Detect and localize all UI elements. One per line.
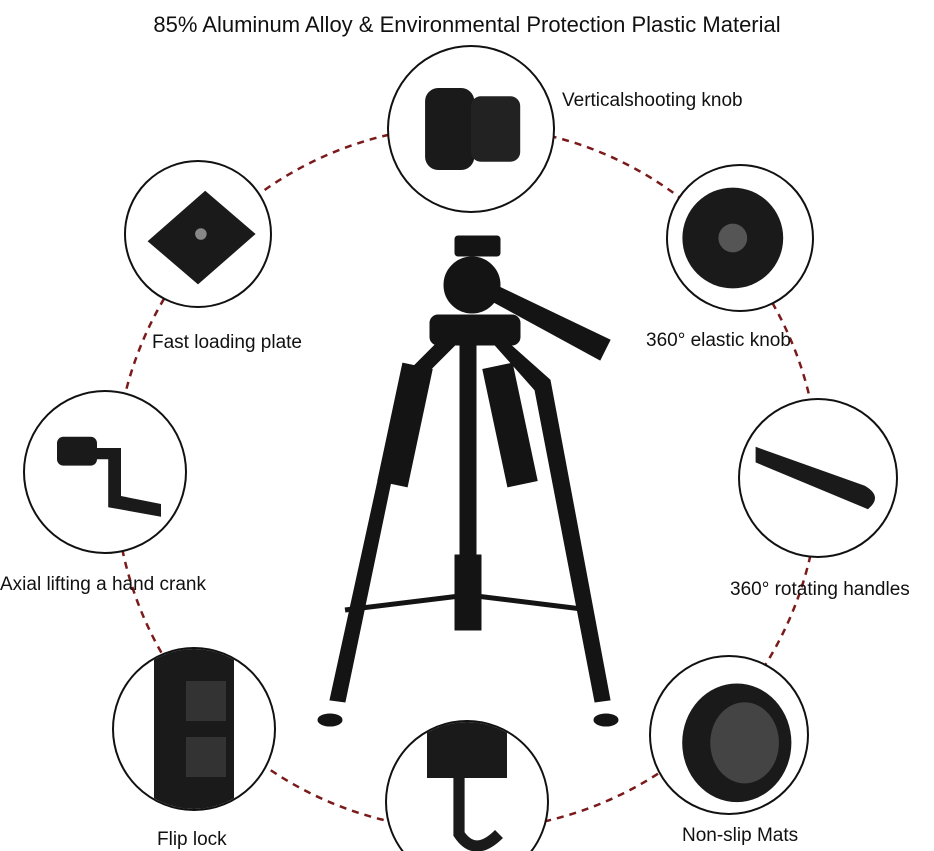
feature-label-hand-crank: Axial lifting a hand crank xyxy=(0,574,206,595)
feature-label-elastic-knob: 360° elastic knob xyxy=(646,330,791,351)
rubber-foot-icon xyxy=(649,655,809,815)
feature-label-flip-lock: Flip lock xyxy=(157,829,227,850)
elastic-knob-icon xyxy=(666,164,814,312)
feature-label-vertical-knob: Verticalshooting knob xyxy=(562,90,743,111)
rotating-handle-icon xyxy=(738,398,898,558)
page-title: 85% Aluminum Alloy & Environmental Prote… xyxy=(153,12,781,37)
tripod-illustration xyxy=(317,235,619,727)
vertical-shooting-knob-icon xyxy=(387,45,555,213)
hand-crank-icon xyxy=(23,390,187,554)
feature-label-rotating-handles: 360° rotating handles xyxy=(730,579,910,600)
center-hook-icon xyxy=(385,720,549,851)
quick-release-plate-icon xyxy=(124,160,272,308)
feature-label-fast-loading-plate: Fast loading plate xyxy=(152,332,302,353)
feature-label-non-slip-mats: Non-slip Mats xyxy=(682,825,799,846)
flip-lock-icon xyxy=(112,647,276,811)
